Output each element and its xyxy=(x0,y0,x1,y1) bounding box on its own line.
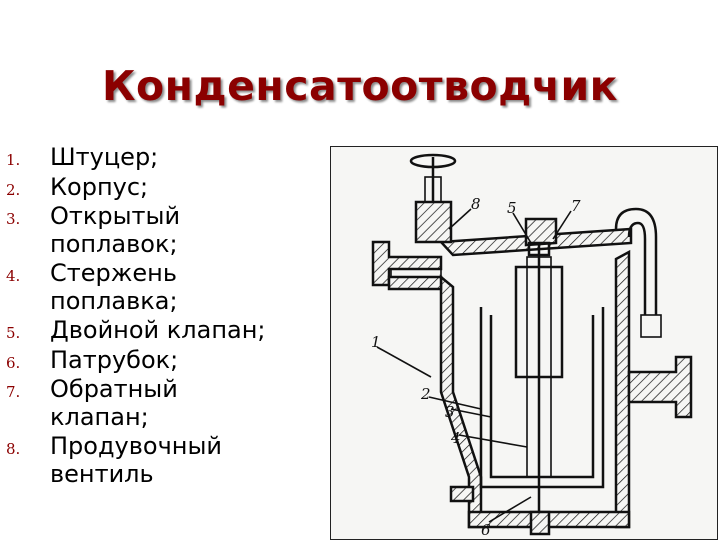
callout-label: 6 xyxy=(481,521,491,539)
list-item: 7. Обратный клапан; xyxy=(0,375,210,431)
leader-line xyxy=(512,212,532,244)
list-item: 4. Стержень поплавка; xyxy=(0,259,210,315)
callout-label: 2 xyxy=(420,385,431,403)
list-item: 2. Корпус; xyxy=(0,172,320,202)
callout-label: 7 xyxy=(571,197,581,215)
callout-label: 1 xyxy=(371,333,381,351)
list-item: 8. Продувочный вентиль xyxy=(0,432,223,488)
list-number: 5. xyxy=(6,324,21,342)
inlet-channel xyxy=(390,268,442,278)
leader-line xyxy=(552,210,572,240)
inlet-nozzle-lower xyxy=(387,275,443,291)
list-item: 1. Штуцер; xyxy=(0,143,320,172)
list-item: 6. Патрубок; xyxy=(0,345,320,375)
list-number: 1. xyxy=(6,151,21,169)
leader-line xyxy=(428,396,482,410)
list-item-text: Патрубок; xyxy=(50,345,179,374)
open-float xyxy=(479,307,605,489)
parts-list: 1. Штуцер; 2. Корпус; 3. Открытый поплавок;… xyxy=(0,143,320,490)
drain-plug xyxy=(529,510,551,536)
leader-line xyxy=(458,434,528,448)
callout-label: 4 xyxy=(450,429,461,447)
bottom-bolt xyxy=(449,485,475,503)
list-item: 5. Двойной клапан; xyxy=(0,316,320,345)
list-number: 3. xyxy=(6,210,21,228)
list-number: 2. xyxy=(6,180,21,199)
list-item-text: Открытый поплавок; xyxy=(50,202,181,258)
leader-line xyxy=(448,208,472,230)
list-number: 4. xyxy=(6,267,21,285)
list-item-text: Продувочный вентиль xyxy=(50,432,223,488)
list-item-text: Двойной клапан; xyxy=(50,316,266,344)
handwheel-icon xyxy=(409,153,457,169)
valve-gland xyxy=(424,176,442,203)
body-right-wall xyxy=(614,249,631,529)
open-float-inner xyxy=(489,315,595,479)
slide-title: Конденсатоотводчик xyxy=(101,62,618,110)
outlet-port xyxy=(640,314,662,338)
blowdown-valve-body xyxy=(414,200,453,244)
list-number: 6. xyxy=(6,353,21,372)
diagram-svg: 1 2 3 4 5 6 7 8 xyxy=(371,153,693,539)
list-number: 8. xyxy=(6,440,21,458)
check-valve-channel xyxy=(627,221,647,315)
callout-label: 3 xyxy=(445,403,455,421)
list-item-text: Обратный клапан; xyxy=(50,375,178,431)
leader-line xyxy=(376,346,432,378)
check-valve-dome xyxy=(614,207,658,315)
list-item-text: Стержень поплавка; xyxy=(50,259,178,315)
steam-trap-diagram: 1 2 3 4 5 6 7 8 xyxy=(330,146,718,540)
list-item-text: Корпус; xyxy=(50,172,149,201)
list-item-text: Штуцер; xyxy=(50,143,159,171)
outlet-nozzle xyxy=(627,355,693,419)
list-number: 7. xyxy=(6,383,21,401)
callout-label: 5 xyxy=(507,199,517,217)
double-valve xyxy=(527,241,551,257)
callout-label: 8 xyxy=(471,195,481,213)
valve-seat-boss xyxy=(524,217,558,247)
leader-line xyxy=(488,496,532,523)
leader-line xyxy=(450,408,492,418)
list-item: 3. Открытый поплавок; xyxy=(0,202,210,258)
